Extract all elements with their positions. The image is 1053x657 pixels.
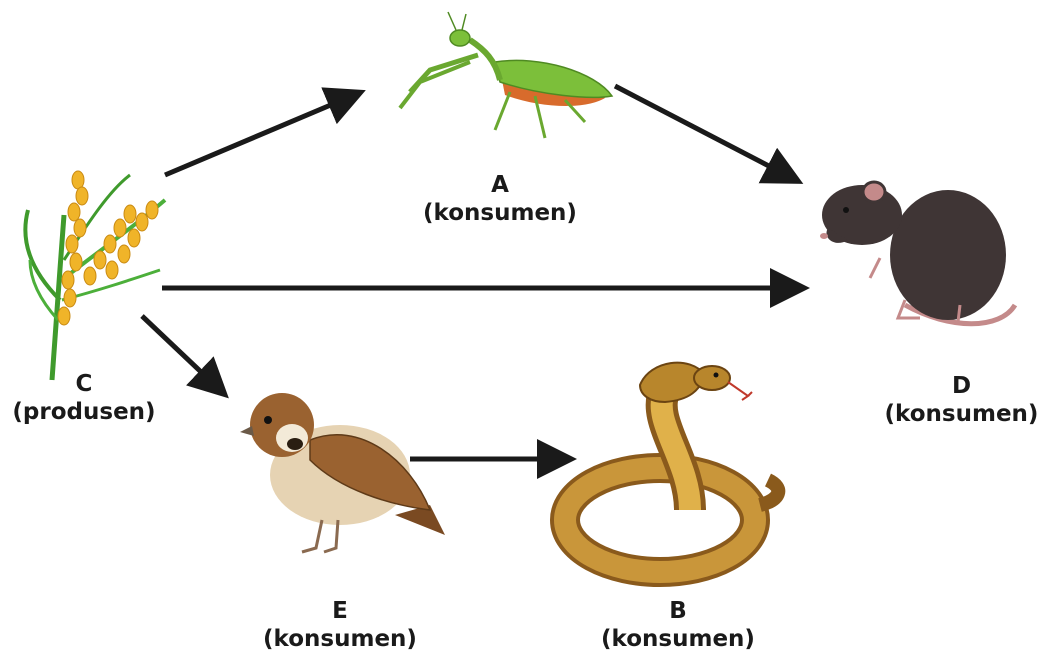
cobra-icon — [550, 361, 786, 587]
node-role-e: (konsumen) — [263, 626, 417, 652]
node-role-c: (produsen) — [12, 399, 156, 425]
mantis-icon — [398, 11, 614, 139]
node-role-a: (konsumen) — [423, 200, 577, 226]
node-letter-d: D — [951, 373, 972, 399]
node-letter-c: C — [75, 371, 93, 397]
arrow-c-to-e — [140, 314, 229, 399]
node-letter-e: E — [332, 598, 348, 624]
node-role-b: (konsumen) — [601, 626, 755, 652]
node-label-e: E (konsumen) — [240, 597, 440, 653]
node-letter-b: B — [669, 598, 687, 624]
node-label-d: D (konsumen) — [870, 372, 1053, 428]
rat-icon — [820, 180, 1018, 327]
node-role-d: (konsumen) — [884, 401, 1039, 427]
node-label-c: C (produsen) — [0, 370, 168, 426]
arrows — [140, 83, 810, 479]
node-label-b: B (konsumen) — [578, 597, 778, 653]
node-label-a: A (konsumen) — [400, 171, 600, 227]
node-letter-a: A — [491, 172, 509, 198]
arrow-c-to-a — [164, 87, 366, 178]
sparrow-icon — [240, 393, 445, 554]
arrow-a-to-d — [613, 83, 804, 184]
rice-plant-icon — [23, 170, 167, 381]
